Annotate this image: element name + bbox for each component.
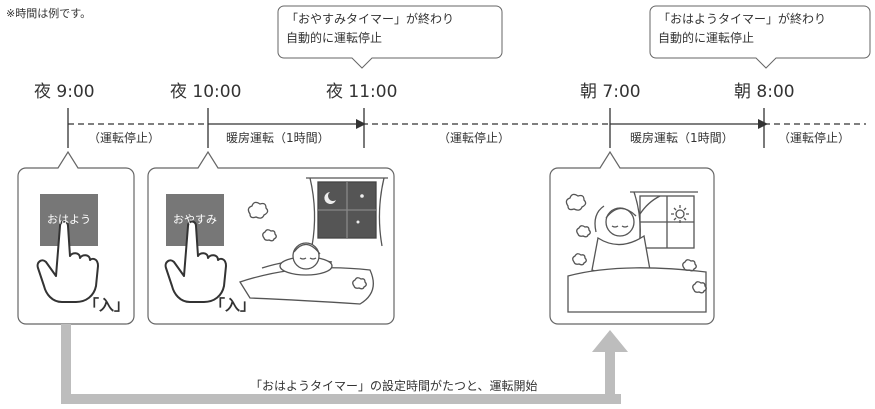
callout-oyasumi-line1: 「おやすみタイマー」が終わり bbox=[286, 12, 455, 26]
callout-ohayou-line1: 「おはようタイマー」が終わり bbox=[658, 12, 827, 26]
waking-person-illustration bbox=[565, 191, 707, 313]
segment-heating-2: 暖房運転（1時間） bbox=[630, 131, 734, 145]
example-time-note: ※時間は例です。 bbox=[6, 7, 92, 20]
callout-oyasumi-line2: 自動的に運転停止 bbox=[286, 31, 383, 45]
sleeping-person-illustration bbox=[239, 177, 388, 305]
callout-oyasumi-text: 「おやすみタイマー」が終わり 自動的に運転停止 bbox=[286, 10, 454, 48]
segment-stop-1: （運転停止） bbox=[88, 131, 161, 145]
pointing-hand-icon bbox=[36, 220, 99, 303]
callout-oyasumi-bubble bbox=[277, 5, 503, 69]
press-on-label-1: 「入」 bbox=[84, 296, 130, 314]
pointing-hand-icon bbox=[164, 220, 227, 303]
callout-ohayou-bubble bbox=[649, 5, 871, 69]
segment-stop-2: （運転停止） bbox=[438, 131, 511, 145]
callout-ohayou-line2: 自動的に運転停止 bbox=[658, 31, 755, 45]
bottom-note: 「おはようタイマー」の設定時間がたつと、運転開始 bbox=[250, 379, 538, 393]
timeline-ticks bbox=[67, 108, 765, 148]
timeline-arrowheads bbox=[356, 119, 768, 129]
time-label-7am: 朝 7:00 bbox=[580, 82, 641, 102]
time-label-9pm: 夜 9:00 bbox=[34, 82, 95, 102]
time-label-8am: 朝 8:00 bbox=[734, 82, 795, 102]
start-flow-arrow bbox=[61, 324, 628, 404]
ohayou-button-label: おはよう bbox=[47, 213, 91, 226]
segment-stop-3: （運転停止） bbox=[778, 131, 851, 145]
time-label-11pm: 夜 11:00 bbox=[326, 82, 398, 102]
press-on-label-2: 「入」 bbox=[210, 296, 256, 314]
time-label-10pm: 夜 10:00 bbox=[170, 82, 242, 102]
oyasumi-button-label: おやすみ bbox=[173, 213, 217, 226]
segment-heating-1: 暖房運転（1時間） bbox=[226, 131, 330, 145]
callout-ohayou-text: 「おはようタイマー」が終わり 自動的に運転停止 bbox=[658, 10, 826, 48]
